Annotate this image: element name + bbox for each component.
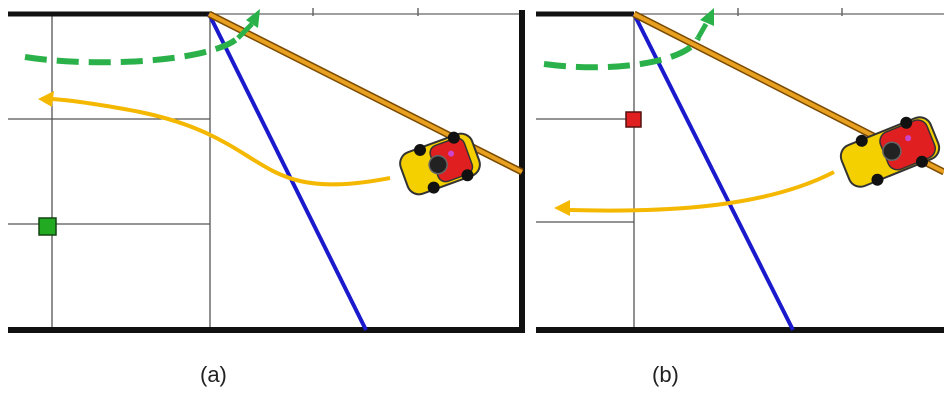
yellow-arrow-head	[554, 200, 570, 216]
green-path-tail	[695, 22, 709, 40]
green-arrow-head	[700, 8, 714, 26]
yellow-path	[51, 97, 391, 187]
car-icon	[399, 131, 481, 196]
target-marker	[38, 217, 57, 236]
panel-a	[0, 0, 530, 340]
panel-b	[530, 0, 944, 340]
panel-b-scene	[536, 8, 944, 333]
caption-a: (a)	[200, 362, 227, 387]
green-arrow-head	[246, 9, 260, 28]
yellow-path	[569, 170, 835, 213]
target-marker	[625, 111, 642, 128]
panel-a-scene	[8, 8, 525, 333]
car-icon	[839, 116, 941, 188]
blue-line	[632, 13, 795, 331]
green-dashed-path	[24, 35, 240, 66]
caption-b: (b)	[652, 362, 679, 387]
yellow-arrow-head	[38, 91, 54, 107]
grid	[8, 8, 419, 330]
green-path-tail	[236, 22, 254, 40]
blue-line	[207, 13, 368, 331]
grid	[536, 8, 843, 330]
green-dashed-path	[543, 36, 701, 71]
